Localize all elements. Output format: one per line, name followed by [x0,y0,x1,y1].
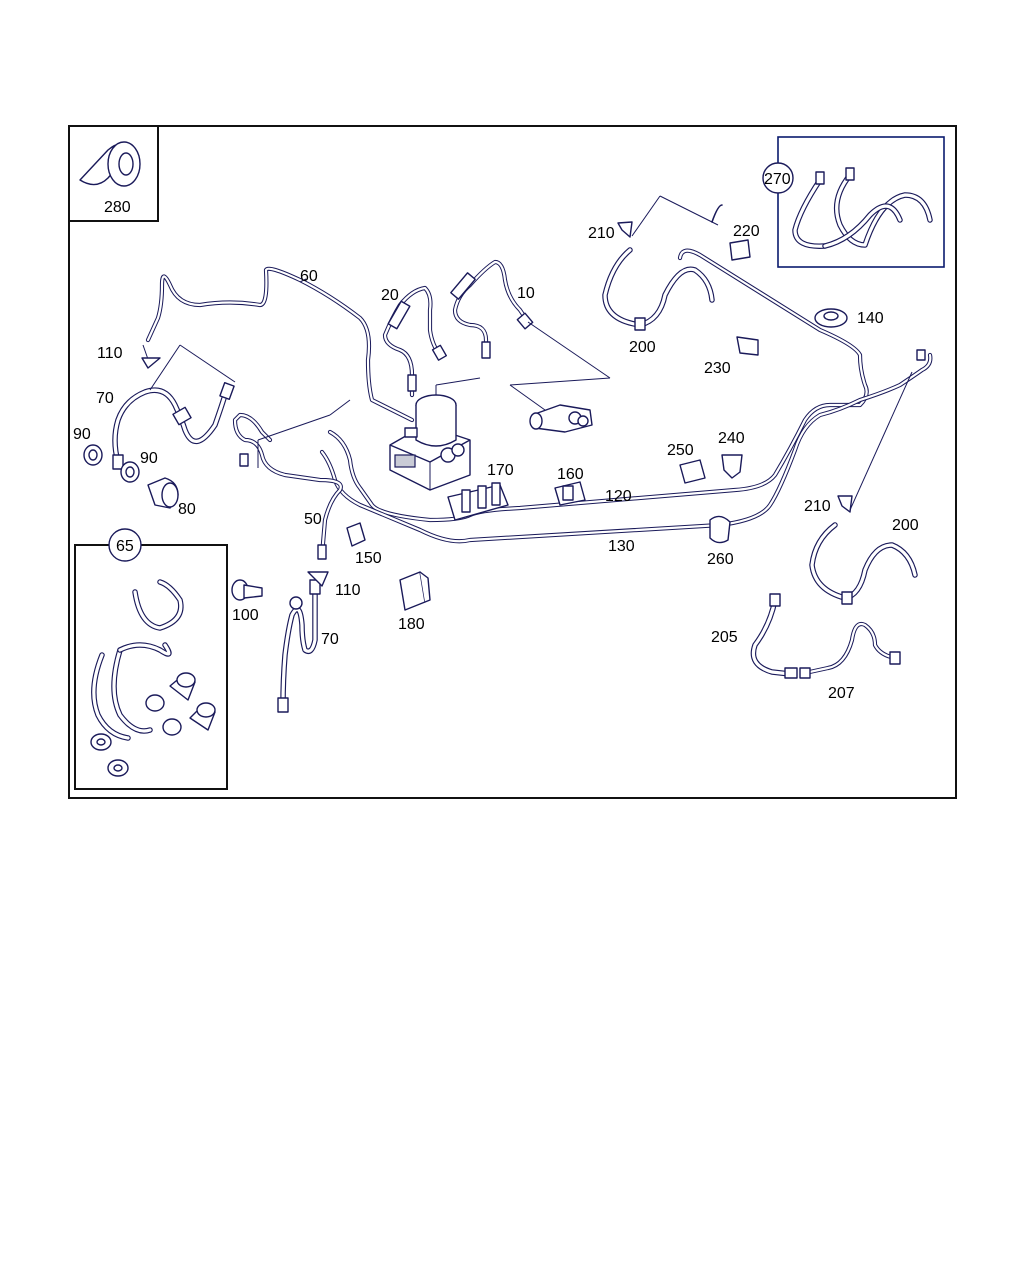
label-50: 50 [304,511,322,528]
label-70-a: 70 [96,390,114,407]
inset-270-hoses: 270 [762,136,945,268]
label-65: 65 [116,538,134,555]
label-110-b: 110 [335,582,361,599]
label-130: 130 [608,538,635,555]
brake-line-120-130: 120 130 [319,248,933,555]
clip-240: 240 [718,430,745,479]
clip-180: 180 [398,571,431,633]
clip-260: 260 [707,515,734,568]
label-270: 270 [764,171,791,188]
label-10: 10 [517,285,535,302]
hose-205: 205 [711,593,798,679]
hose-70-lower: 70 110 100 [231,571,361,713]
inset-280-tape: 280 [68,125,159,222]
label-200-a: 200 [629,339,656,356]
label-140: 140 [857,310,884,327]
label-170: 170 [487,462,514,479]
label-150: 150 [355,550,382,567]
label-160: 160 [557,466,584,483]
label-280: 280 [104,199,131,216]
clip-250: 250 [667,442,706,484]
hose-70-left: 70 110 [96,344,236,470]
brake-line-10: 10 [450,259,611,386]
abs-hydraulic-unit [389,377,481,491]
label-20: 20 [381,287,399,304]
label-80: 80 [178,501,196,518]
clip-170: 170 [447,462,514,521]
washers-and-bolt: 90 90 80 [73,426,196,518]
label-250: 250 [667,442,694,459]
master-cylinder [509,384,593,433]
label-240: 240 [718,430,745,447]
label-230: 230 [704,360,731,377]
clip-220: 220 [729,223,760,261]
label-100: 100 [232,607,259,624]
label-90-b: 90 [140,450,158,467]
label-210-b: 210 [804,498,831,515]
clip-150: 150 [346,522,382,567]
label-120: 120 [605,488,632,505]
clip-160: 160 [554,466,586,506]
brake-line-60: 60 [145,266,415,423]
label-210-a: 210 [588,225,615,242]
inset-65-hose-kit: 65 [74,528,228,790]
grommet-140: 140 [814,308,884,328]
clip-230: 230 [704,336,759,377]
label-207: 207 [828,685,855,702]
label-220: 220 [733,223,760,240]
label-205: 205 [711,629,738,646]
label-90-a: 90 [73,426,91,443]
brake-line-20: 20 [381,285,448,398]
hose-200-upper: 210 200 [588,195,723,356]
label-110-a: 110 [97,345,123,362]
label-180: 180 [398,616,425,633]
label-200-b: 200 [892,517,919,534]
label-70-b: 70 [321,631,339,648]
diagram-frame [68,125,957,799]
hose-200-right: 210 200 [804,371,919,605]
label-260: 260 [707,551,734,568]
label-60: 60 [300,268,318,285]
brake-line-50: 50 [232,399,351,560]
brake-line-207: 207 [799,621,901,702]
